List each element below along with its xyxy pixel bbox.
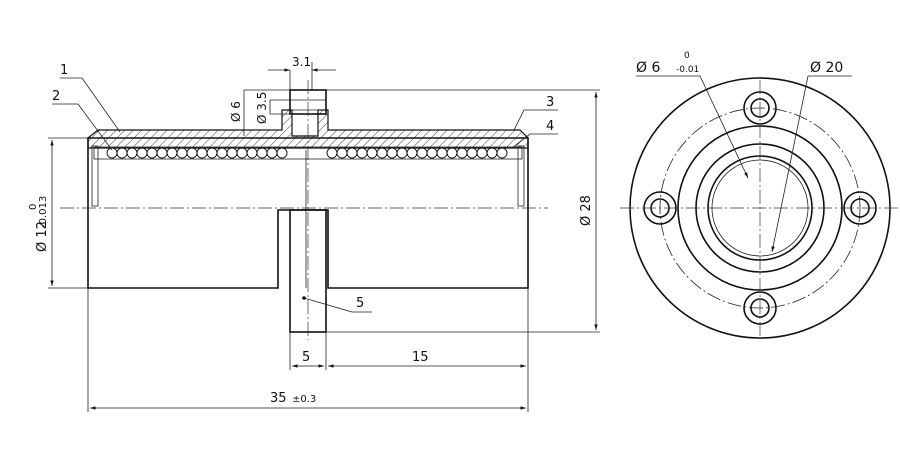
dim-bore-dia: Ø 12 [35,221,50,252]
leader-4b [511,133,531,149]
leader-3b [513,109,525,131]
dim-total-length: 35 [270,391,287,406]
dim-bore-tol-upper: 0 [28,204,39,210]
front-dim-hole-tol-lower: -0.01 [676,65,699,75]
callout-2: 2 [52,89,60,104]
front-bore-leader [771,75,809,253]
callout-5: 5 [356,296,364,311]
callout-4: 4 [546,119,554,134]
leader-5b [303,297,353,313]
side-view: 1 2 3 4 5 3.1 Ø 6 Ø 3.5 Ø 12 -0.013 0 Ø … [28,55,600,412]
callout-3: 3 [546,95,554,110]
dim-shaft-dia: Ø 6 [229,101,243,122]
dim-slot-width: 3.1 [292,55,311,69]
ball-row [106,147,508,159]
front-dim-hole-tol-upper: 0 [684,51,690,61]
dim-total-tol: ±0.3 [292,394,316,405]
dim-flange-width: 5 [302,350,310,365]
callout-1: 1 [60,63,68,78]
dim-hole-dia: Ø 3.5 [255,92,269,124]
dim-bore-tol-lower: -0.013 [38,196,49,228]
right-seal [517,145,525,207]
leader-5-dot [302,296,306,300]
dim-outer-dia: Ø 28 [579,195,594,226]
leader-2b [77,103,113,151]
leader-1b [81,77,121,133]
left-seal [91,145,99,207]
front-view: Ø 6 -0.01 0 Ø 20 [620,51,898,339]
bearing-body-outline [87,137,529,289]
front-dim-bore-dia: Ø 20 [810,60,843,76]
front-hole-leader [699,75,749,179]
front-dim-hole-dia: Ø 6 [636,60,660,76]
dim-offset: 15 [412,350,429,365]
